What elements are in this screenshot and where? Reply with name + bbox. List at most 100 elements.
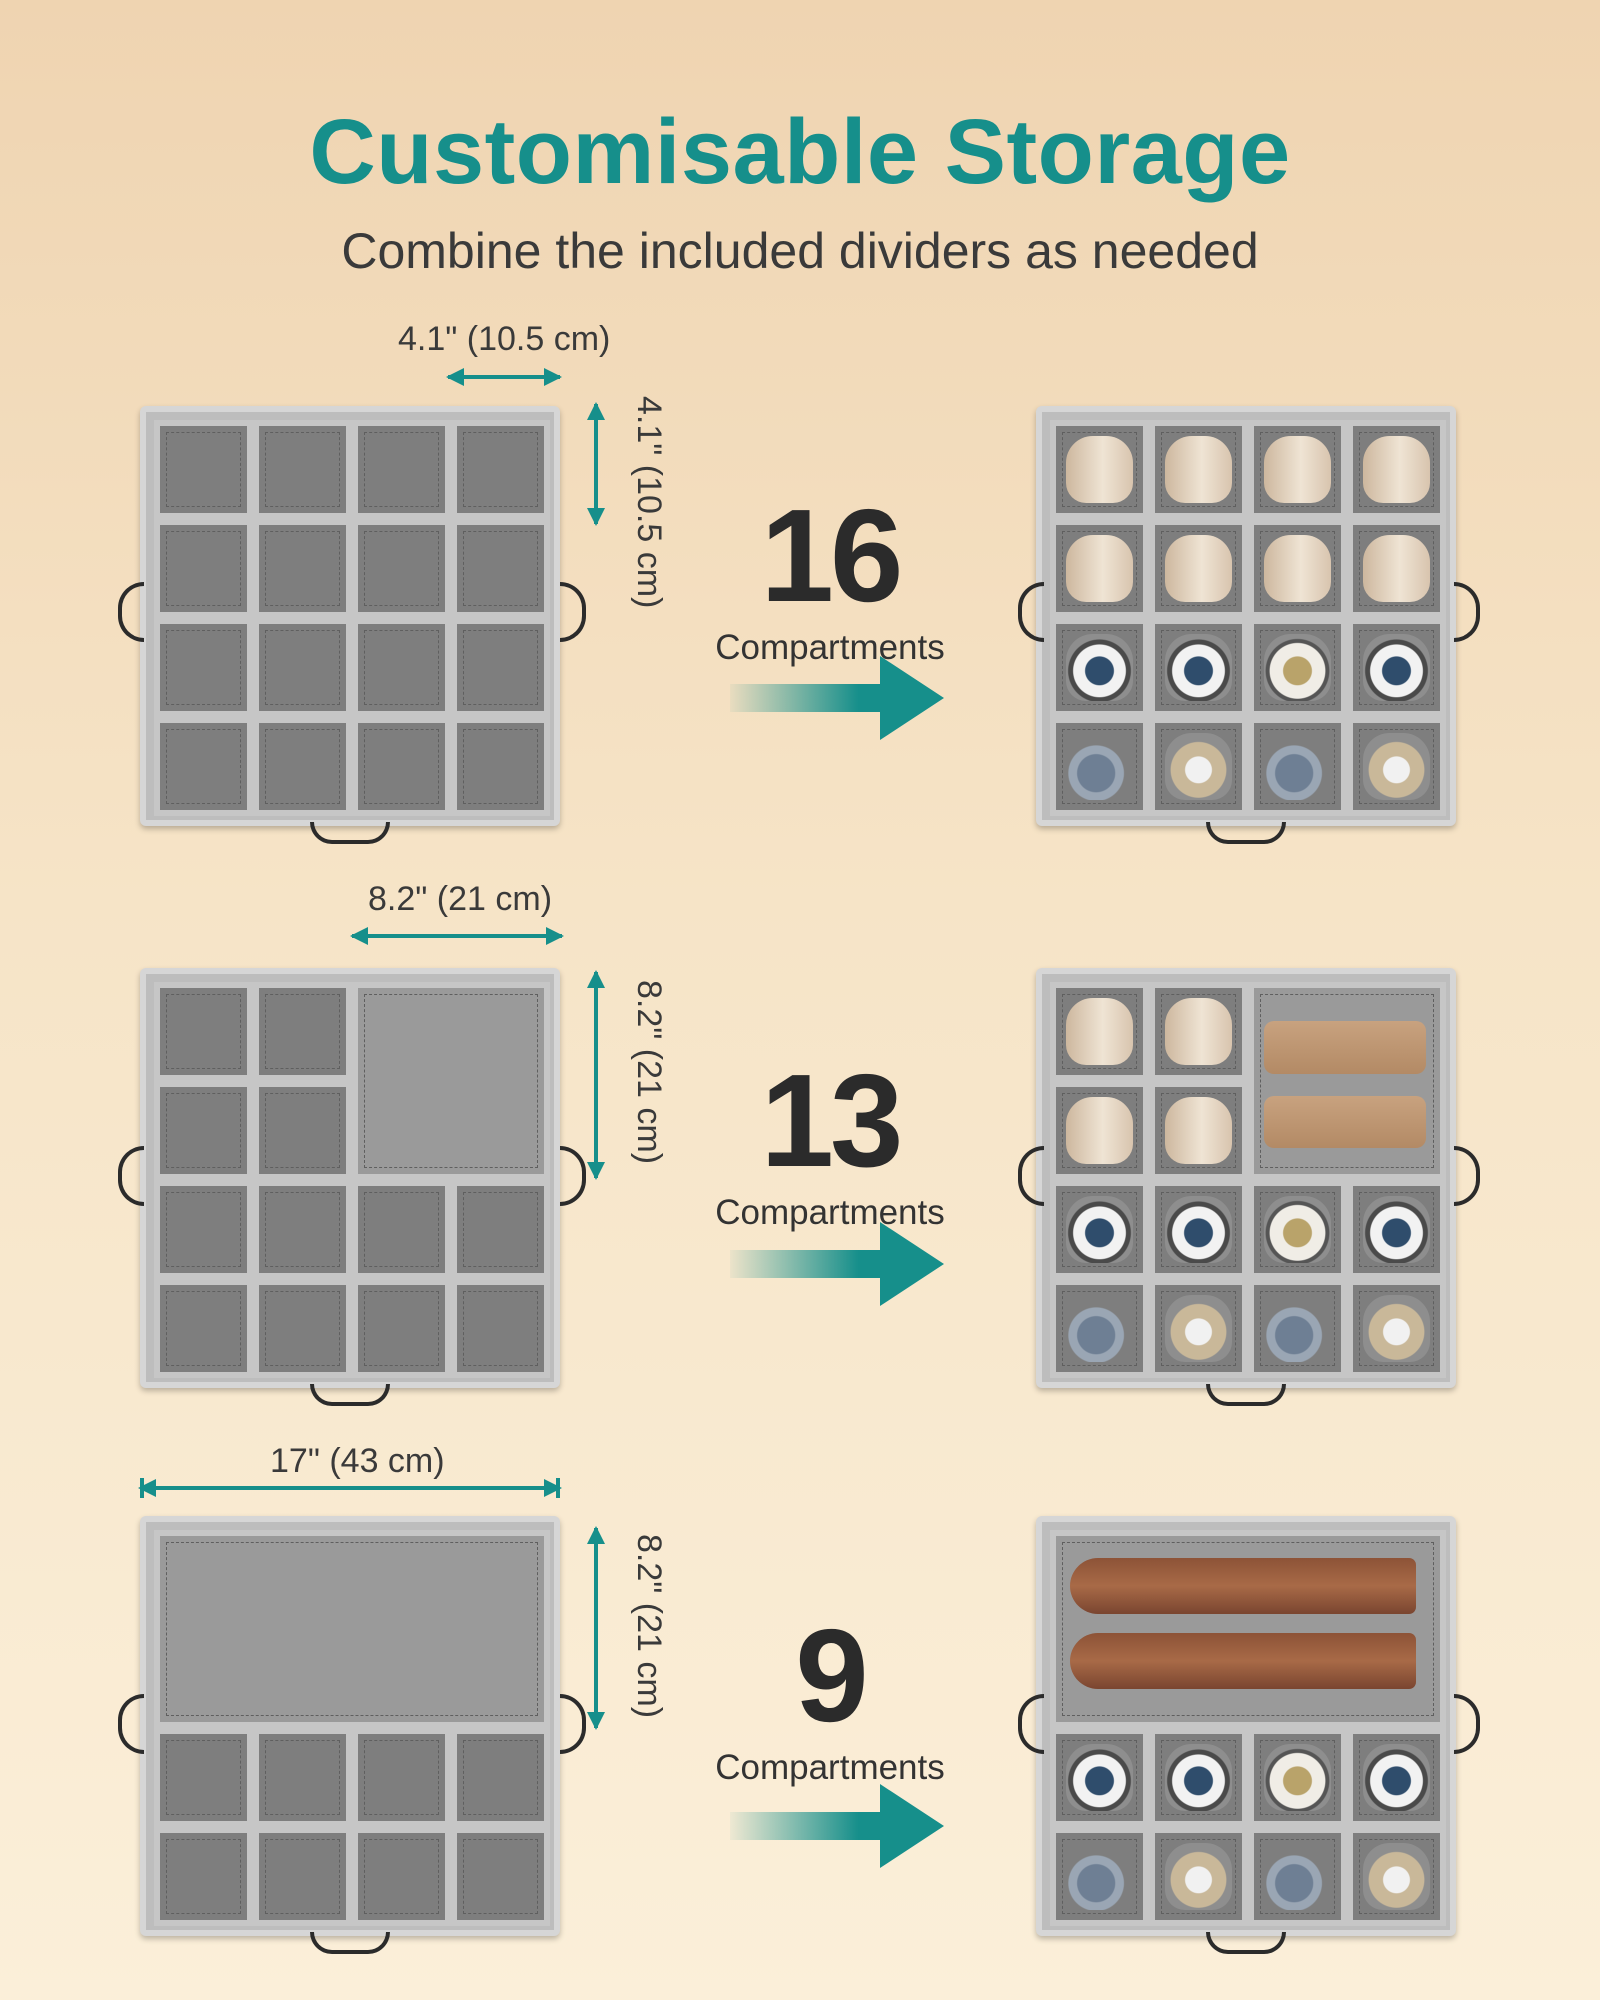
compartment [352,1279,451,1378]
compartment [1050,1081,1149,1180]
compartment [1248,1180,1347,1279]
shoe [1363,634,1430,701]
large-compartment [1248,982,1446,1180]
width-label: 17" (43 cm) [270,1442,445,1480]
compartment [253,1279,352,1378]
tall-boot [1070,1558,1416,1615]
shoe [1165,634,1232,701]
compartment [1248,1728,1347,1827]
handle-icon [118,1694,144,1754]
page-title: Customisable Storage [309,101,1291,203]
handle-icon [560,1146,586,1206]
organizer-filled [1036,1516,1456,1936]
shoe [1363,1295,1430,1362]
compartment [1050,1180,1149,1279]
compartment [451,717,550,816]
compartment [253,1081,352,1180]
compartment [451,1827,550,1926]
organizer-empty [140,1516,560,1936]
compartment [451,1180,550,1279]
compartment [154,1827,253,1926]
compartment [1149,618,1248,717]
compartment [1347,519,1446,618]
count-number: 13 [760,1047,904,1194]
compartment [1149,519,1248,618]
organizer-filled [1036,406,1456,826]
double-arrow-icon [350,926,564,946]
shoe [1264,634,1331,701]
compartment [352,1180,451,1279]
shoe [1363,1843,1430,1910]
compartment [352,519,451,618]
compartment [1149,1279,1248,1378]
organizer-empty [140,406,560,826]
compartment [451,1279,550,1378]
compartment [253,982,352,1081]
compartment [253,618,352,717]
height-label: 4.1" (10.5 cm) [630,396,668,609]
double-arrow-icon [138,1478,562,1498]
shoe [1165,1744,1232,1811]
double-arrow-icon [586,1526,606,1730]
count-number: 9 [795,1602,868,1749]
shoe [1165,1843,1232,1910]
shoe [1363,1744,1430,1811]
count-label: Compartments [715,1748,945,1787]
boot [1264,1021,1426,1074]
compartment [1149,982,1248,1081]
handle-icon [560,582,586,642]
right-arrow-icon [730,1784,944,1868]
shoe [1264,1744,1331,1811]
shoe [1264,535,1331,602]
compartment [154,1728,253,1827]
compartment [451,519,550,618]
compartment [1248,717,1347,816]
compartment [1149,1180,1248,1279]
shoe [1165,998,1232,1065]
shoe [1165,1097,1232,1164]
compartment [154,1279,253,1378]
compartment [352,420,451,519]
handle-icon [1454,1694,1480,1754]
shoe [1066,634,1133,701]
shoe [1264,436,1331,503]
shoe [1264,733,1331,800]
compartment [352,1728,451,1827]
height-label: 8.2" (21 cm) [630,1534,668,1719]
handle-icon [1206,1932,1286,1954]
handle-icon [1018,582,1044,642]
handle-icon [310,1384,390,1406]
compartment [1347,420,1446,519]
compartment [1248,1827,1347,1926]
shoe [1363,436,1430,503]
shoe [1066,1843,1133,1910]
handle-icon [1018,1146,1044,1206]
count-label: Compartments [715,628,945,667]
compartment [154,1180,253,1279]
right-arrow-icon [730,656,944,740]
compartment [1149,1081,1248,1180]
large-compartment [1050,1530,1446,1728]
compartment [1347,1728,1446,1827]
double-arrow-icon [586,970,606,1180]
compartment [1347,1180,1446,1279]
handle-icon [118,582,144,642]
boot [1264,1095,1426,1148]
double-arrow-icon [586,402,606,526]
shoe [1264,1843,1331,1910]
shoe [1165,1295,1232,1362]
shoe [1363,1196,1430,1263]
compartment [1050,519,1149,618]
compartment [154,1081,253,1180]
compartment [1050,1279,1149,1378]
compartment [352,717,451,816]
compartment [253,519,352,618]
compartment [352,1827,451,1926]
shoe [1165,436,1232,503]
compartment-count: 9 Compartments [670,1610,990,1788]
compartment [1050,1728,1149,1827]
handle-icon [1454,582,1480,642]
compartment [253,1827,352,1926]
shoe [1066,436,1133,503]
large-compartment [154,1530,550,1728]
